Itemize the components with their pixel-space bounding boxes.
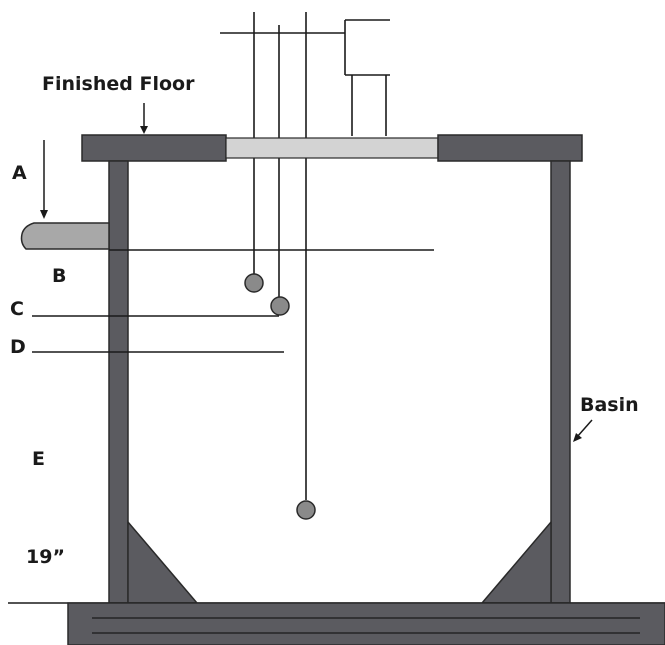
label-a: A <box>12 162 27 184</box>
basin-arrow <box>573 419 593 442</box>
float-middle <box>270 296 290 316</box>
label-c: C <box>10 298 24 320</box>
float-lower <box>296 500 316 520</box>
inlet-pipe <box>20 222 110 250</box>
corner-fillet-left <box>127 519 199 604</box>
label-d: D <box>10 336 26 358</box>
finished-floor-arrow <box>140 103 148 134</box>
basin-label: Basin <box>580 394 639 416</box>
dimension-a-arrow <box>40 140 48 219</box>
label-e: E <box>32 448 45 470</box>
finished-floor-label: Finished Floor <box>42 73 195 95</box>
basin-base <box>67 602 665 645</box>
depth-label: 19” <box>26 546 65 568</box>
float-upper <box>244 273 264 293</box>
basin-wall-left <box>108 160 129 604</box>
basin-wall-right <box>550 160 571 604</box>
corner-fillet-right <box>480 519 552 604</box>
float-switch-wiring <box>220 12 390 500</box>
lid-opening <box>225 137 439 159</box>
floor-slab-left <box>81 134 227 162</box>
floor-slab-right <box>437 134 583 162</box>
label-b: B <box>52 265 67 287</box>
level-lines <box>32 249 434 353</box>
